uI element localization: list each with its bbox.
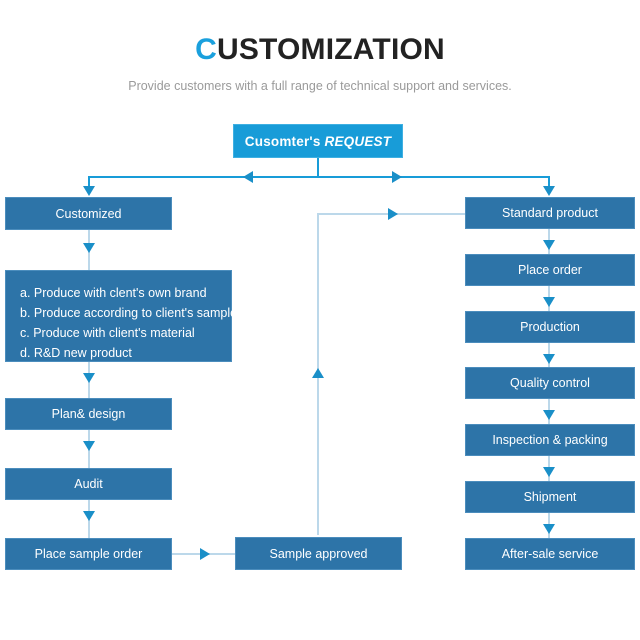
arrow-to-standard-product xyxy=(543,186,555,196)
arrow-r1 xyxy=(543,240,555,250)
arrow-plan-to-audit xyxy=(83,441,95,451)
node-sample-approved[interactable]: Sample approved xyxy=(235,537,402,570)
node-customer-request-label: Cusomter's xyxy=(244,133,321,149)
page-subtitle: Provide customers with a full range of t… xyxy=(128,79,512,93)
arrow-approved-to-standard-product xyxy=(388,208,398,220)
node-customer-request-emphasis: REQUEST xyxy=(324,133,392,149)
connector-distribution-bar xyxy=(88,176,549,178)
connector-bar-to-customized xyxy=(88,176,90,192)
node-quality-control-label: Quality control xyxy=(510,376,590,390)
arrow-options-to-plan xyxy=(83,373,95,383)
node-quality-control[interactable]: Quality control xyxy=(465,367,635,399)
node-customized-options[interactable]: a. Produce with clent's own brand b. Pro… xyxy=(5,270,238,362)
node-shipment[interactable]: Shipment xyxy=(465,481,635,513)
node-place-order[interactable]: Place order xyxy=(465,254,635,286)
node-production[interactable]: Production xyxy=(465,311,635,343)
node-after-sale-service[interactable]: After-sale service xyxy=(465,538,635,570)
node-inspection-packing-label: Inspection & packing xyxy=(492,433,608,447)
option-item-a: a. Produce with clent's own brand xyxy=(20,286,207,300)
node-customized-label: Customized xyxy=(55,206,122,221)
node-inspection-packing[interactable]: Inspection & packing xyxy=(465,424,635,456)
node-standard-product[interactable]: Standard product xyxy=(465,197,635,229)
node-plan-design-label: Plan& design xyxy=(51,407,126,421)
node-production-label: Production xyxy=(520,320,580,334)
node-customized[interactable]: Customized xyxy=(5,197,172,230)
node-place-sample-order-label: Place sample order xyxy=(34,547,143,561)
arrow-place-sample-to-approved xyxy=(200,548,210,560)
arrow-r6 xyxy=(543,524,555,534)
page-title-rest: USTOMIZATION xyxy=(216,33,445,66)
arrow-r2 xyxy=(543,297,555,307)
connector-root-stem xyxy=(317,158,319,177)
arrow-audit-to-place-sample xyxy=(83,511,95,521)
node-plan-design[interactable]: Plan& design xyxy=(5,398,172,430)
arrow-bar-left xyxy=(243,171,253,183)
node-sample-approved-label: Sample approved xyxy=(269,546,368,561)
arrow-r4 xyxy=(543,410,555,420)
connector-bar-to-standard-product xyxy=(548,176,550,192)
page-title-accent-letter: C xyxy=(195,33,217,66)
node-standard-product-label: Standard product xyxy=(502,206,598,220)
option-item-c: c. Produce with client's material xyxy=(20,326,195,340)
node-shipment-label: Shipment xyxy=(523,490,577,504)
node-place-sample-order[interactable]: Place sample order xyxy=(5,538,172,570)
arrow-approved-up xyxy=(312,368,324,378)
node-audit[interactable]: Audit xyxy=(5,468,172,500)
arrow-bar-right xyxy=(392,171,402,183)
arrow-r3 xyxy=(543,354,555,364)
node-audit-label: Audit xyxy=(74,477,103,491)
arrow-customized-to-options xyxy=(83,243,95,253)
arrow-to-customized xyxy=(83,186,95,196)
option-item-d: d. R&D new product xyxy=(20,346,132,360)
option-item-b: b. Produce according to client's sample xyxy=(20,306,238,320)
node-place-order-label: Place order xyxy=(518,263,582,277)
node-after-sale-service-label: After-sale service xyxy=(501,547,599,561)
arrow-r5 xyxy=(543,467,555,477)
page-title: CUSTOMIZATION xyxy=(0,33,640,67)
